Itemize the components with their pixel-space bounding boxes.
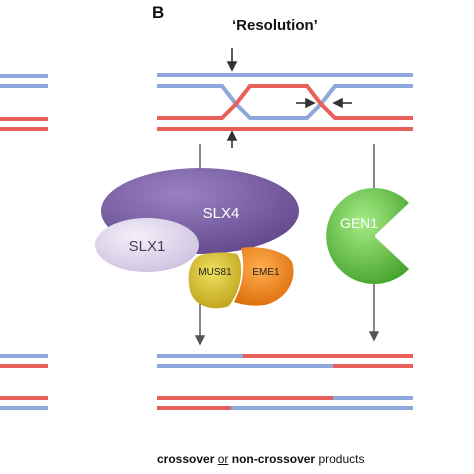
hj-inner-red-strand: [157, 84, 413, 120]
panel-label: B: [152, 3, 165, 22]
caption-non-crossover: non-crossover: [231, 452, 316, 466]
caption-or: or: [217, 452, 229, 466]
holliday-junction: [157, 73, 413, 131]
slx4-label: SLX4: [203, 205, 240, 222]
eme1-label: EME1: [252, 267, 280, 278]
eme1-protein: [234, 247, 294, 306]
gen1-pathway-arrowhead: [368, 331, 380, 342]
slx4-complex: SLX4 SLX1 MUS81 EME1: [95, 168, 299, 309]
arrow-down-top-head: [226, 61, 238, 72]
caption-crossover: crossover: [157, 452, 215, 466]
left-partial-panel: [0, 74, 48, 410]
crossover-products: [157, 354, 413, 410]
slx1-label: SLX1: [129, 238, 166, 255]
gen1-protein: [326, 188, 409, 285]
gen1-label: GEN1: [340, 215, 378, 231]
arrow-left-right-head: [332, 97, 343, 109]
gen1-protein-group: GEN1: [326, 188, 409, 285]
mus81-label: MUS81: [198, 267, 232, 278]
slx4-pathway-arrowhead: [194, 335, 206, 346]
arrow-right-left-head: [305, 97, 316, 109]
caption-products: products: [318, 452, 365, 466]
mus81-protein: [188, 252, 242, 309]
arrow-up-bottom-head: [226, 130, 238, 141]
hj-inner-blue-strand: [157, 84, 413, 120]
slx1-protein: [95, 218, 199, 272]
cleavage-arrows: [226, 48, 352, 148]
products-caption: crossover or non-crossover products: [157, 452, 364, 466]
diagram-title: ‘Resolution’: [232, 17, 318, 34]
